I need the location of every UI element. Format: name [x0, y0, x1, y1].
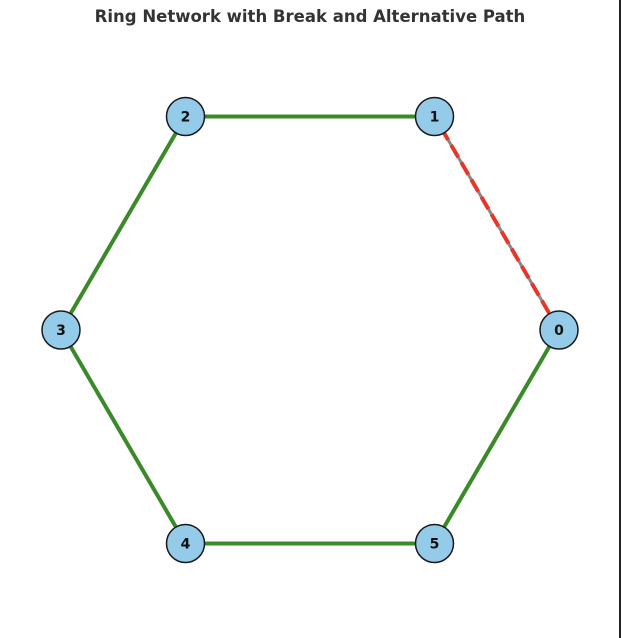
edge-5-0	[432, 328, 561, 545]
node-label: 1	[430, 110, 440, 126]
node-circle	[414, 96, 455, 137]
node-1: 1	[414, 96, 455, 137]
node-circle	[539, 310, 579, 350]
node-2: 2	[165, 96, 206, 137]
node-circle	[165, 96, 206, 137]
edge-2-3	[59, 115, 188, 332]
node-circle	[414, 523, 455, 564]
frame-border	[619, 0, 621, 638]
node-circle	[165, 523, 206, 564]
broken-edge-dash-0-1	[432, 115, 561, 332]
edges-layer	[59, 114, 561, 546]
diagram-title: Ring Network with Break and Alternative …	[94, 7, 526, 26]
node-5: 5	[414, 523, 455, 564]
node-3: 3	[41, 310, 81, 350]
node-circle	[41, 310, 81, 350]
node-label: 5	[430, 536, 440, 552]
node-label: 4	[181, 536, 191, 552]
node-label: 2	[181, 110, 191, 126]
edge-3-4	[59, 328, 188, 545]
node-label: 0	[554, 323, 564, 339]
nodes-layer: 0 1 2 3 4 5	[41, 96, 579, 564]
node-4: 4	[165, 523, 206, 564]
node-label: 3	[56, 323, 66, 339]
node-0: 0	[539, 310, 579, 350]
